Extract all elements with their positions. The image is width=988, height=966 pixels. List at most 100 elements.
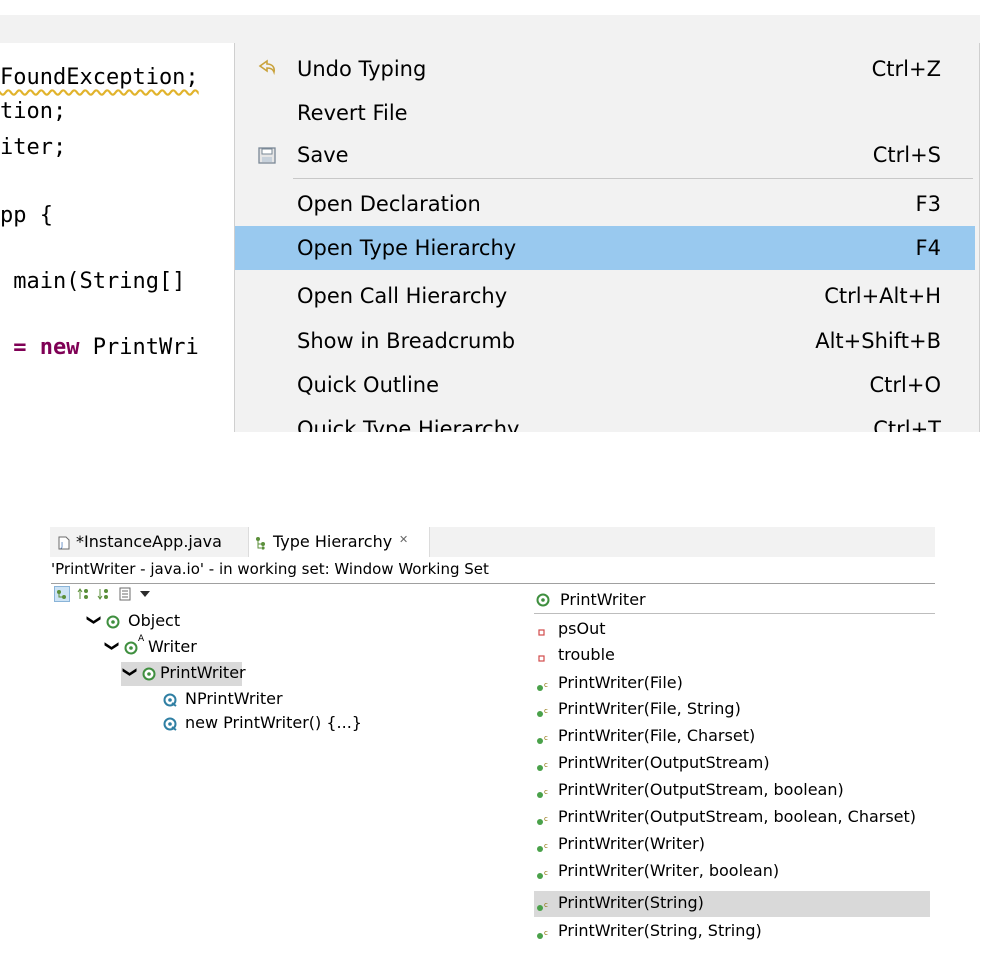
- svg-text:c: c: [544, 681, 548, 689]
- menu-separator: [293, 178, 973, 179]
- close-icon[interactable]: ✕: [399, 533, 409, 546]
- member-label: PrintWriter(OutputStream, boolean): [558, 780, 844, 799]
- member-field[interactable]: trouble: [534, 643, 930, 669]
- tree-node-label: NPrintWriter: [185, 689, 283, 708]
- menu-item-show-in-breadcrumb[interactable]: Show in Breadcrumb Alt+Shift+B: [235, 319, 975, 363]
- menu-item-label: Undo Typing: [297, 57, 427, 81]
- chevron-down-icon[interactable]: ❯: [121, 666, 138, 678]
- chevron-down-icon[interactable]: ❯: [103, 640, 120, 652]
- menu-item-open-call-hierarchy[interactable]: Open Call Hierarchy Ctrl+Alt+H: [235, 274, 975, 318]
- menu-item-quick-outline[interactable]: Quick Outline Ctrl+O: [235, 363, 975, 407]
- show-type-hierarchy-icon[interactable]: [54, 586, 70, 602]
- menu-item-label: Revert File: [297, 101, 408, 125]
- member-label: psOut: [558, 619, 606, 638]
- member-constructor-selected[interactable]: c PrintWriter(String): [534, 891, 930, 917]
- menu-item-accelerator: Ctrl+S: [872, 143, 941, 167]
- menu-item-accelerator: Alt+Shift+B: [815, 329, 941, 353]
- code-text: PrintWri: [79, 335, 199, 360]
- menu-item-label: Open Type Hierarchy: [297, 236, 517, 260]
- svg-text:c: c: [544, 815, 548, 823]
- show-subtype-hierarchy-icon[interactable]: [96, 586, 110, 600]
- tree-node-writer[interactable]: ❯ A Writer: [103, 634, 306, 660]
- menu-item-label: Open Call Hierarchy: [297, 284, 508, 308]
- constructor-icon: c: [536, 839, 550, 852]
- code-text: FoundException;: [0, 65, 199, 90]
- member-constructor[interactable]: c PrintWriter(OutputStream, boolean): [534, 778, 930, 804]
- constructor-icon: c: [536, 704, 550, 717]
- menu-item-accelerator: Ctrl+T: [873, 417, 941, 432]
- tab-type-hierarchy[interactable]: Type Hierarchy ✕: [248, 527, 430, 557]
- tree-node-label: new PrintWriter() {...}: [185, 713, 362, 732]
- menu-item-save[interactable]: Save Ctrl+S: [235, 133, 975, 177]
- chevron-down-icon[interactable]: ❯: [85, 614, 102, 626]
- member-constructor[interactable]: c PrintWriter(Writer, boolean): [534, 859, 930, 885]
- save-icon: [255, 143, 279, 167]
- editor-toolbar-strip: [0, 15, 980, 43]
- menu-item-label: Show in Breadcrumb: [297, 329, 516, 353]
- anonymous-class-icon: [163, 716, 177, 731]
- menu-item-label: Quick Type Hierarchy: [297, 417, 520, 432]
- tree-node-label: PrintWriter: [160, 663, 246, 682]
- view-menu-icon[interactable]: [138, 586, 152, 600]
- class-icon: [142, 666, 156, 681]
- subclass-icon: [163, 692, 177, 707]
- menu-item-undo-typing[interactable]: Undo Typing Ctrl+Z: [235, 47, 975, 91]
- tree-node-printwriter[interactable]: ❯ PrintWriter: [121, 662, 324, 686]
- menu-item-accelerator: Ctrl+Z: [871, 57, 941, 81]
- svg-text:c: c: [544, 761, 548, 769]
- constructor-icon: c: [536, 866, 550, 879]
- type-hierarchy-icon: [255, 535, 267, 550]
- member-label: PrintWriter(File): [558, 673, 683, 692]
- tree-node-nprintwriter[interactable]: NPrintWriter: [163, 688, 363, 712]
- code-line: tion;: [0, 99, 67, 124]
- member-constructor[interactable]: c PrintWriter(String, String): [534, 919, 930, 945]
- code-line: main(String[]: [0, 269, 186, 294]
- members-list[interactable]: psOut trouble c PrintWriter(File) c Prin…: [534, 617, 935, 957]
- class-icon: [536, 592, 550, 607]
- member-constructor[interactable]: c PrintWriter(File): [534, 671, 930, 697]
- constructor-icon: c: [536, 678, 550, 691]
- code-editor[interactable]: FoundException; tion; iter; pp { main(St…: [0, 43, 240, 433]
- history-icon[interactable]: [118, 586, 132, 601]
- member-label: trouble: [558, 645, 615, 664]
- svg-text:c: c: [544, 901, 548, 909]
- svg-text:c: c: [544, 929, 548, 937]
- hierarchy-description: 'PrintWriter - java.io' - in working set…: [51, 560, 489, 578]
- tree-node-label: Object: [128, 611, 181, 630]
- menu-item-open-type-hierarchy[interactable]: Open Type Hierarchy F4: [235, 226, 975, 270]
- constructor-icon: c: [536, 812, 550, 825]
- tab-instanceapp-java[interactable]: J *InstanceApp.java: [58, 527, 248, 557]
- svg-text:J: J: [60, 541, 63, 549]
- tree-node-label: Writer: [148, 637, 197, 656]
- member-constructor[interactable]: c PrintWriter(OutputStream): [534, 751, 930, 777]
- member-constructor[interactable]: c PrintWriter(File, Charset): [534, 724, 930, 750]
- svg-text:c: c: [544, 734, 548, 742]
- member-field[interactable]: psOut: [534, 617, 930, 643]
- tree-node-anonymous-printwriter[interactable]: new PrintWriter() {...}: [163, 712, 403, 736]
- menu-item-label: Open Declaration: [297, 192, 481, 216]
- member-label: PrintWriter(String): [558, 893, 704, 912]
- menu-item-accelerator: Ctrl+Alt+H: [824, 284, 941, 308]
- menu-item-revert-file[interactable]: Revert File: [235, 91, 975, 135]
- menu-item-open-declaration[interactable]: Open Declaration F3: [235, 182, 975, 226]
- member-label: PrintWriter(File, Charset): [558, 726, 756, 745]
- svg-text:c: c: [544, 869, 548, 877]
- constructor-icon: c: [536, 926, 550, 939]
- menu-item-accelerator: F4: [915, 236, 941, 260]
- menu-item-accelerator: F3: [915, 192, 941, 216]
- private-field-icon: [536, 624, 550, 636]
- members-header: PrintWriter: [534, 587, 935, 614]
- member-constructor[interactable]: c PrintWriter(Writer): [534, 832, 930, 858]
- member-constructor[interactable]: c PrintWriter(File, String): [534, 697, 930, 723]
- menu-item-label: Save: [297, 143, 349, 167]
- tree-node-object[interactable]: ❯ Object: [85, 610, 288, 634]
- menu-item-quick-type-hierarchy[interactable]: Quick Type Hierarchy Ctrl+T: [235, 407, 975, 432]
- tree-selection-highlight: [121, 662, 242, 686]
- code-line: FoundException;: [0, 65, 199, 90]
- private-field-icon: [536, 650, 550, 662]
- member-label: PrintWriter(String, String): [558, 921, 762, 940]
- member-constructor[interactable]: c PrintWriter(OutputStream, boolean, Cha…: [534, 805, 930, 831]
- constructor-icon: c: [536, 785, 550, 798]
- keyword-new: = new: [0, 335, 80, 360]
- show-supertype-hierarchy-icon[interactable]: [76, 586, 90, 600]
